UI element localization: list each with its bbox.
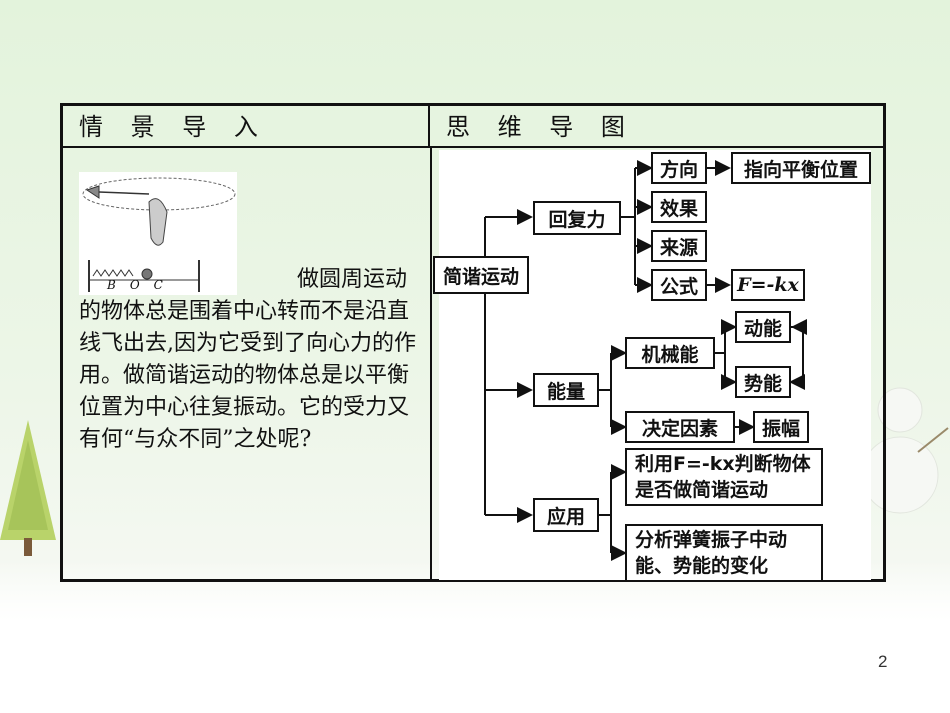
app-1-line-1: 利用F=-kx判断物体 [635,453,811,475]
background-snow [0,560,950,713]
node-direction-detail: 指向平衡位置 [731,152,871,184]
content-table: 情 景 导 入 思 维 导 图 B O C 做圆周运动的物体总是围着中心转而不是… [60,103,886,582]
node-energy: 能量 [533,373,599,407]
node-mechanical-energy: 机械能 [625,337,715,369]
mind-map-connectors [484,160,807,561]
header-mind-map: 思 维 导 图 [430,106,883,148]
node-application-2: 分析弹簧振子中动能、势能的变化 [625,524,823,582]
header-situation-intro: 情 景 导 入 [63,106,430,148]
tree-decoration [0,420,56,556]
mind-map: 简谐运动 回复力 方向 指向平衡位置 效果 来源 公式 F=-kx 能量 机械能… [433,150,871,582]
app-1-line-2: 是否做简谐运动 [635,479,769,501]
app-2-line-2: 能、势能的变化 [635,555,769,577]
node-formula-detail: F=-kx [731,269,805,301]
photo-label-c: C [153,278,163,292]
node-determining-factor: 决定因素 [625,411,735,443]
node-formula: 公式 [651,269,707,301]
photo-label-b: B [107,278,116,292]
intro-text: 做圆周运动的物体总是围着中心转而不是沿直线飞出去,因为它受到了向心力的作用。做简… [79,267,416,452]
node-direction: 方向 [651,152,707,184]
intro-paragraph: 做圆周运动的物体总是围着中心转而不是沿直线飞出去,因为它受到了向心力的作用。做简… [79,264,419,456]
column-divider [430,148,432,579]
circular-motion-photo [79,172,237,295]
node-kinetic-energy: 动能 [735,311,791,343]
node-restoring-force: 回复力 [533,201,621,235]
photo-label-o: O [129,278,140,292]
node-simple-harmonic-motion: 简谐运动 [433,256,529,294]
photo-label-row: B O C [107,278,187,292]
node-potential-energy: 势能 [735,366,791,398]
page-number: 2 [878,652,888,671]
app-2-line-1: 分析弹簧振子中动 [635,529,788,551]
node-application-1: 利用F=-kx判断物体是否做简谐运动 [625,448,823,506]
node-source: 来源 [651,230,707,262]
node-effect: 效果 [651,191,707,223]
node-amplitude: 振幅 [753,411,809,443]
snowman-decoration [861,387,949,514]
node-application: 应用 [533,498,599,532]
